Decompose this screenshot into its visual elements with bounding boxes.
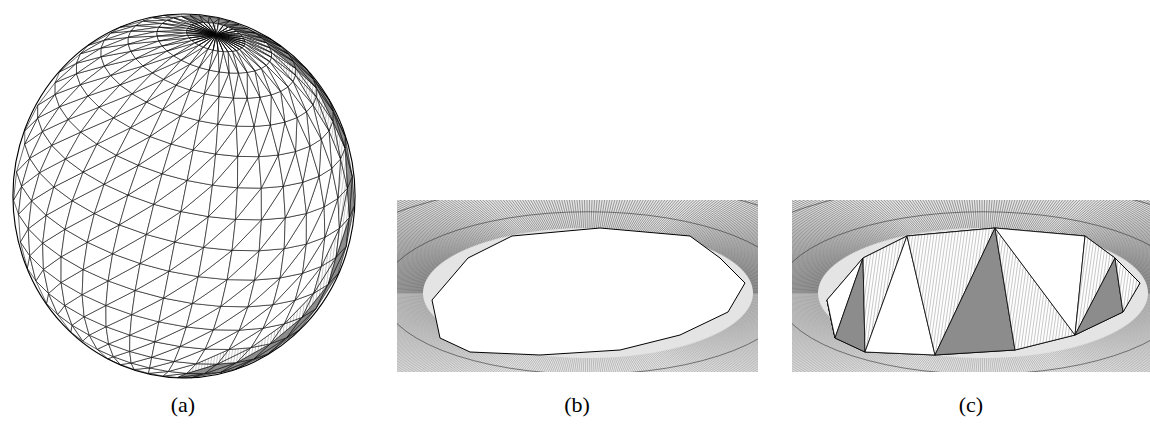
hole-panel (792, 200, 1150, 372)
panel-label: (b) (564, 392, 590, 418)
panel-label: (c) (959, 392, 983, 418)
panel-label: (a) (171, 392, 195, 418)
hole-panel (397, 200, 758, 372)
sphere-mesh (13, 14, 355, 378)
